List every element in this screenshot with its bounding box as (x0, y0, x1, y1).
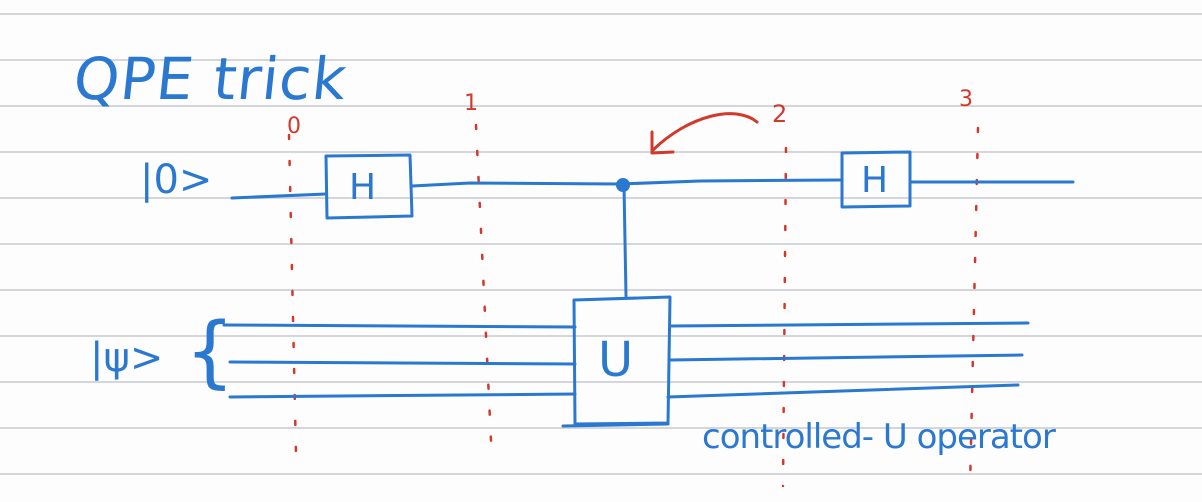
register-wire-3-left (228, 392, 577, 399)
register-wire-3-right (666, 383, 1020, 399)
time-slice-label-3: 3 (959, 87, 973, 112)
register-wire-1-right (668, 321, 1030, 328)
control-dot (616, 178, 630, 192)
hadamard-gate-label-1: H (349, 167, 377, 208)
hadamard-gate-box-2 (840, 150, 912, 209)
register-wire-2-right (668, 353, 1024, 362)
time-slice-divider-1 (474, 123, 494, 464)
ruled-lines (0, 13, 1202, 475)
hadamard-gate-label-2: H (861, 160, 889, 201)
time-slice-label-2: 2 (772, 100, 788, 128)
controlled-u-gate-label: U (598, 332, 634, 388)
controlled-u-annotation: controlled- U operator (702, 417, 1056, 457)
register-wire-1-left (222, 323, 577, 329)
time-slice-divider-2 (781, 146, 788, 488)
page-title: QPE trick (70, 45, 351, 113)
time-slice-divider-0 (287, 133, 298, 457)
register-wire-2-left (228, 360, 577, 366)
time-slice-label-0: 0 (287, 114, 301, 139)
register-label: |ψ> (90, 335, 164, 381)
register-brace: { (185, 307, 235, 397)
control-wire-segment (230, 192, 328, 200)
hadamard-gate-box-1 (324, 153, 414, 220)
time-slice-label-1: 1 (464, 91, 478, 116)
control-line (622, 184, 628, 298)
controlled-u-gate-underline (561, 422, 670, 428)
control-qubit-label: |0> (140, 157, 213, 203)
annotation-arrow (651, 112, 759, 152)
annotation-arrow-head (650, 130, 675, 155)
